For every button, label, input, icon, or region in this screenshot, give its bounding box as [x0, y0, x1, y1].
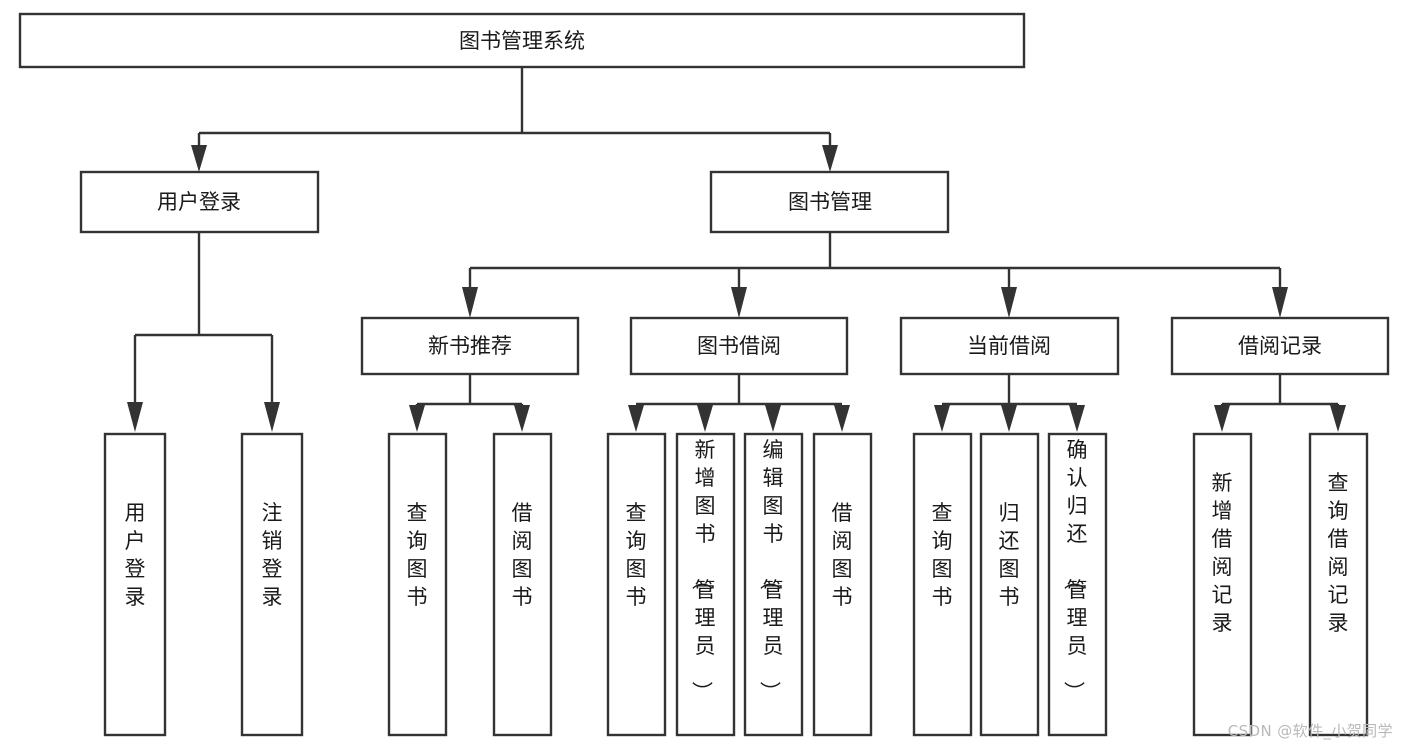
connector-group-borrow-record — [1214, 374, 1346, 432]
node-new-book-rec-label: 新书推荐 — [428, 334, 512, 358]
arrow-head-leaf-add-book — [697, 405, 713, 432]
connector-group-current-borrow — [934, 374, 1085, 432]
node-root-box[interactable] — [18, 12, 1026, 69]
node-leaf-query-book-c-box[interactable] — [912, 432, 973, 737]
node-borrow-record-box[interactable] — [1170, 316, 1390, 376]
node-book-borrow-label: 图书借阅 — [697, 334, 781, 358]
node-leaf-user-login-label: 用户登录 — [125, 501, 146, 609]
node-leaf-confirm-return-box[interactable] — [1047, 432, 1108, 737]
node-leaf-user-login-box[interactable] — [103, 432, 167, 737]
arrow-head-leaf-borrow-book-a — [514, 405, 530, 432]
node-leaf-add-record-box[interactable] — [1192, 432, 1253, 737]
arrow-head-book-manage — [822, 145, 838, 172]
arrow-head-leaf-borrow-book-b — [834, 405, 850, 432]
node-current-borrow-box[interactable] — [899, 316, 1120, 376]
node-leaf-borrow-book-a[interactable]: 借阅图书 — [492, 432, 553, 737]
arrow-head-user-login — [191, 145, 207, 172]
node-leaf-borrow-book-b[interactable]: 借阅图书 — [812, 432, 873, 737]
node-new-book-rec[interactable]: 新书推荐 — [360, 316, 580, 376]
node-book-borrow[interactable]: 图书借阅 — [629, 316, 849, 376]
node-leaf-return-book-box[interactable] — [979, 432, 1040, 737]
node-book-borrow-box[interactable] — [629, 316, 849, 376]
arrow-head-book-borrow — [731, 287, 747, 318]
node-leaf-query-book-c-label: 查询图书 — [932, 501, 953, 609]
arrow-head-leaf-user-login — [127, 402, 143, 432]
node-leaf-query-book-a[interactable]: 查询图书 — [387, 432, 448, 737]
node-leaf-query-book-b-box[interactable] — [606, 432, 667, 737]
node-leaf-query-record-box[interactable] — [1308, 432, 1369, 737]
node-leaf-logout-label: 注销登录 — [262, 501, 283, 609]
arrow-head-leaf-confirm-return — [1069, 405, 1085, 432]
node-root-label: 图书管理系统 — [459, 29, 585, 53]
node-leaf-borrow-book-b-box[interactable] — [812, 432, 873, 737]
node-new-book-rec-box[interactable] — [360, 316, 580, 376]
node-user-login-box[interactable] — [79, 170, 320, 234]
node-leaf-add-record[interactable]: 新增借阅记录 — [1192, 432, 1253, 737]
node-leaf-borrow-book-b-label: 借阅图书 — [832, 501, 853, 609]
arrow-head-leaf-add-record — [1214, 405, 1230, 432]
connector-group-book-borrow — [628, 374, 850, 432]
node-leaf-borrow-book-a-label: 借阅图书 — [512, 501, 533, 609]
arrow-head-leaf-logout — [264, 402, 280, 432]
node-leaf-edit-book-label: 编辑图书（管理员） — [758, 438, 784, 702]
connector-group-root — [191, 67, 838, 172]
node-leaf-add-book-box[interactable] — [675, 432, 736, 737]
node-current-borrow-label: 当前借阅 — [967, 334, 1051, 358]
node-leaf-user-login[interactable]: 用户登录 — [103, 432, 167, 737]
node-leaf-return-book[interactable]: 归还图书 — [979, 432, 1040, 737]
connector-group-new-book-rec — [409, 374, 530, 432]
node-current-borrow[interactable]: 当前借阅 — [899, 316, 1120, 376]
csdn-watermark: CSDN @软件_小贺同学 — [1227, 722, 1393, 740]
node-borrow-record-label: 借阅记录 — [1238, 334, 1322, 358]
node-leaf-edit-book-box[interactable] — [743, 432, 804, 737]
node-leaf-add-record-label: 新增借阅记录 — [1212, 471, 1233, 635]
arrow-head-leaf-return-book — [1001, 405, 1017, 432]
node-leaf-query-book-b[interactable]: 查询图书 — [606, 432, 667, 737]
connector-group-book-manage — [462, 232, 1288, 318]
arrow-head-borrow-record — [1272, 287, 1288, 318]
node-leaf-query-book-a-box[interactable] — [387, 432, 448, 737]
node-book-manage[interactable]: 图书管理 — [709, 170, 950, 234]
node-root[interactable]: 图书管理系统 — [18, 12, 1026, 69]
node-leaf-query-book-c[interactable]: 查询图书 — [912, 432, 973, 737]
node-leaf-confirm-return-label: 确认归还（管理员） — [1062, 438, 1088, 702]
node-leaf-query-record[interactable]: 查询借阅记录 — [1308, 432, 1369, 737]
node-leaf-return-book-label: 归还图书 — [999, 501, 1020, 609]
arrow-head-leaf-query-book-c — [934, 405, 950, 432]
arrow-head-current-borrow — [1001, 287, 1017, 318]
node-leaf-logout-box[interactable] — [240, 432, 304, 737]
arrow-head-leaf-edit-book — [765, 405, 781, 432]
node-book-manage-box[interactable] — [709, 170, 950, 234]
node-leaf-logout[interactable]: 注销登录 — [240, 432, 304, 737]
node-user-login[interactable]: 用户登录 — [79, 170, 320, 234]
node-leaf-query-record-label: 查询借阅记录 — [1328, 471, 1349, 635]
connector-group-user-login — [127, 232, 280, 432]
node-borrow-record[interactable]: 借阅记录 — [1170, 316, 1390, 376]
node-leaf-borrow-book-a-box[interactable] — [492, 432, 553, 737]
arrow-head-leaf-query-record — [1330, 405, 1346, 432]
node-leaf-query-book-b-label: 查询图书 — [626, 501, 647, 609]
arrow-head-new-book-rec — [462, 287, 478, 318]
node-leaf-edit-book[interactable]: 编辑图书（管理员） — [743, 432, 804, 737]
node-user-login-label: 用户登录 — [157, 190, 241, 214]
node-leaf-query-book-a-label: 查询图书 — [407, 501, 428, 609]
arrow-head-leaf-query-book-a — [409, 405, 425, 432]
node-book-manage-label: 图书管理 — [788, 190, 872, 214]
arrow-head-leaf-query-book-b — [628, 405, 644, 432]
node-leaf-add-book-label: 新增图书（管理员） — [690, 438, 716, 702]
node-leaf-confirm-return[interactable]: 确认归还（管理员） — [1047, 432, 1108, 737]
node-leaf-add-book[interactable]: 新增图书（管理员） — [675, 432, 736, 737]
